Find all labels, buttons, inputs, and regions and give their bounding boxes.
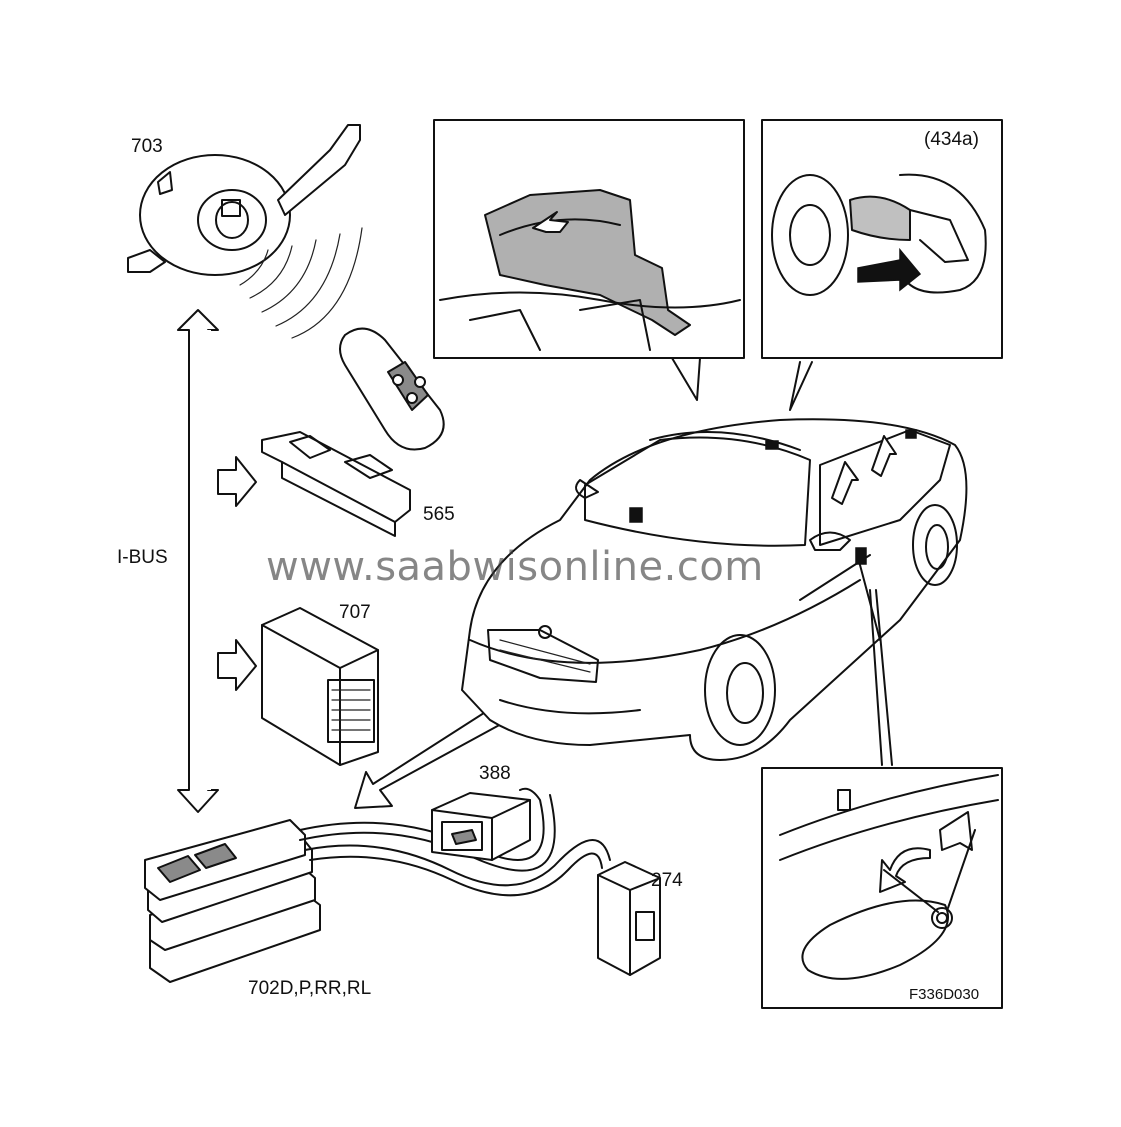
- module-707: [261, 607, 379, 766]
- label-434a: (434a): [924, 129, 979, 150]
- convertible-car: [461, 357, 968, 766]
- label-388: 388: [479, 763, 511, 784]
- inset-roof: [433, 119, 745, 359]
- switch-274: [597, 861, 661, 976]
- signal-waves: [239, 227, 363, 339]
- remote-receiver-703: [127, 124, 361, 276]
- label-i-bus: I-BUS: [117, 547, 168, 568]
- i-bus-arrow: [177, 309, 257, 813]
- figure-code: F336D030: [909, 986, 980, 1003]
- watermark: www.saabwisonline.com: [266, 544, 764, 590]
- inset-door-handle: [761, 767, 1003, 1009]
- label-703: 703: [131, 136, 163, 157]
- window-switch-stack: [144, 819, 321, 983]
- label-274: 274: [651, 870, 683, 891]
- key-fob: [339, 327, 445, 451]
- inset-lock: [761, 119, 1003, 359]
- label-707: 707: [339, 602, 371, 623]
- switch-388: [431, 792, 531, 861]
- module-565: [261, 431, 411, 537]
- label-565: 565: [423, 504, 455, 525]
- label-702: 702D,P,RR,RL: [248, 978, 372, 999]
